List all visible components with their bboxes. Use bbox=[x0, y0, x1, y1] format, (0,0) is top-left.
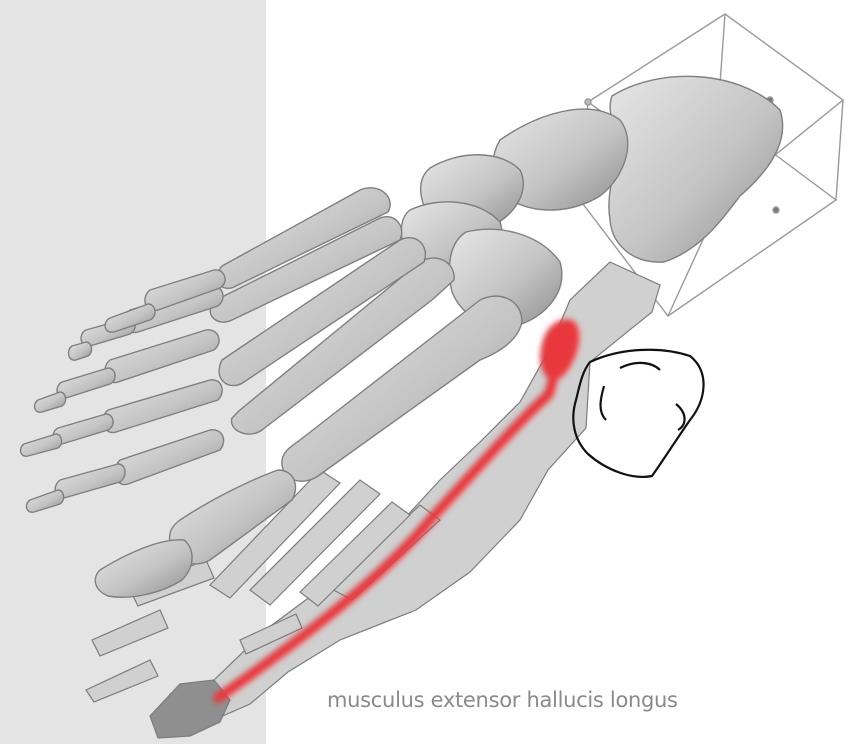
section-outline bbox=[573, 350, 703, 477]
calcaneus-bone bbox=[609, 76, 783, 262]
structure-caption: musculus extensor hallucis longus bbox=[327, 688, 678, 712]
